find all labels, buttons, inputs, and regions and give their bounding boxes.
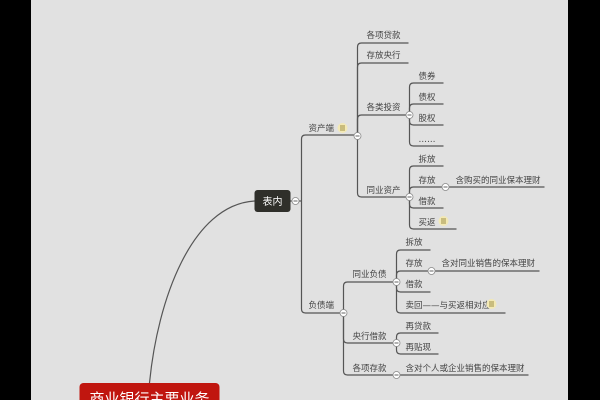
- icons: [291, 111, 497, 379]
- collapse-toggle-icon[interactable]: [339, 309, 348, 317]
- node-repo[interactable]: 卖回——与买返相对应: [406, 300, 492, 311]
- connector-line: [408, 115, 444, 147]
- central-node[interactable]: 表内: [254, 190, 291, 212]
- connector-line: [356, 42, 409, 136]
- connector-line: [408, 186, 446, 197]
- node-liabilities[interactable]: 负债端: [309, 300, 335, 311]
- connector-line: [408, 103, 444, 115]
- collapse-toggle-icon[interactable]: [392, 278, 401, 286]
- note-icon[interactable]: [438, 216, 449, 226]
- note-icon[interactable]: [337, 123, 348, 133]
- node-assets[interactable]: 资产端: [309, 123, 335, 134]
- collapse-toggle-icon[interactable]: [392, 371, 401, 379]
- collapse-toggle-icon[interactable]: [405, 111, 414, 119]
- connector-line: [395, 270, 432, 282]
- node-borrowing[interactable]: 借款: [419, 196, 437, 207]
- mind-map: 表内 商业银行主要业务 资产端 各项贷款 存放央行 各类投资 债券 债权 股权 …: [79, 30, 545, 400]
- connector-line: [300, 201, 344, 314]
- node-l-deposit-note[interactable]: 含对同业销售的保本理财: [442, 258, 536, 269]
- collapse-toggle-icon[interactable]: [392, 339, 401, 347]
- collapse-toggle-icon[interactable]: [291, 197, 300, 205]
- note-icon[interactable]: [486, 299, 497, 309]
- node-deposits[interactable]: 各项存款: [353, 363, 388, 374]
- node-deposit-note[interactable]: 含购买的同业保本理财: [456, 175, 542, 186]
- connector-line: [395, 282, 506, 314]
- node-bonds[interactable]: 债券: [419, 71, 437, 82]
- node-reverse-repo[interactable]: 买返: [419, 217, 437, 228]
- connector-line: [408, 197, 457, 230]
- node-deposits-note[interactable]: 含对个人或企业销售的保本理财: [406, 363, 526, 374]
- collapse-toggle-icon[interactable]: [427, 267, 436, 275]
- central-node-label: 表内: [263, 195, 283, 208]
- root-node-label: 商业银行主要业务: [89, 390, 209, 400]
- root-connector: [148, 200, 255, 384]
- node-relending[interactable]: 再贷款: [406, 321, 432, 332]
- node-interbank-liabilities[interactable]: 同业负债: [353, 269, 388, 280]
- connector-line: [395, 343, 439, 355]
- connector-line: [395, 249, 431, 282]
- node-investments[interactable]: 各类投资: [367, 102, 402, 113]
- node-rediscount[interactable]: 再贴现: [406, 342, 432, 353]
- connector-line: [356, 136, 410, 198]
- node-central-bank-deposit[interactable]: 存放央行: [367, 50, 402, 61]
- connector-line: [408, 82, 444, 115]
- node-l-lending[interactable]: 拆放: [406, 237, 424, 248]
- node-central-bank-borrowing[interactable]: 央行借款: [353, 331, 388, 342]
- connector-line: [408, 165, 444, 197]
- node-ellipsis[interactable]: ……: [419, 135, 436, 145]
- node-l-borrowing[interactable]: 借款: [406, 279, 424, 290]
- node-equity[interactable]: 股权: [419, 113, 437, 124]
- connector-line: [342, 281, 397, 313]
- node-interbank-assets[interactable]: 同业资产: [367, 185, 401, 196]
- node-deposit[interactable]: 存放: [419, 175, 437, 186]
- node-debt-rights[interactable]: 债权: [419, 92, 437, 103]
- collapse-toggle-icon[interactable]: [353, 132, 362, 140]
- node-lending[interactable]: 拆放: [419, 154, 437, 165]
- root-node[interactable]: 商业银行主要业务: [79, 383, 220, 400]
- connector-line: [342, 313, 397, 376]
- collapse-toggle-icon[interactable]: [405, 193, 414, 201]
- node-l-deposit[interactable]: 存放: [406, 258, 424, 269]
- connector-line: [356, 114, 410, 136]
- connector-line: [395, 332, 439, 343]
- collapse-toggle-icon[interactable]: [441, 183, 450, 191]
- connector-lines: [148, 42, 545, 384]
- connector-line: [300, 134, 358, 201]
- node-loans[interactable]: 各项贷款: [367, 30, 402, 41]
- mind-map-canvas[interactable]: 表内 商业银行主要业务 资产端 各项贷款 存放央行 各类投资 债券 债权 股权 …: [31, 0, 568, 400]
- connector-line: [356, 62, 409, 136]
